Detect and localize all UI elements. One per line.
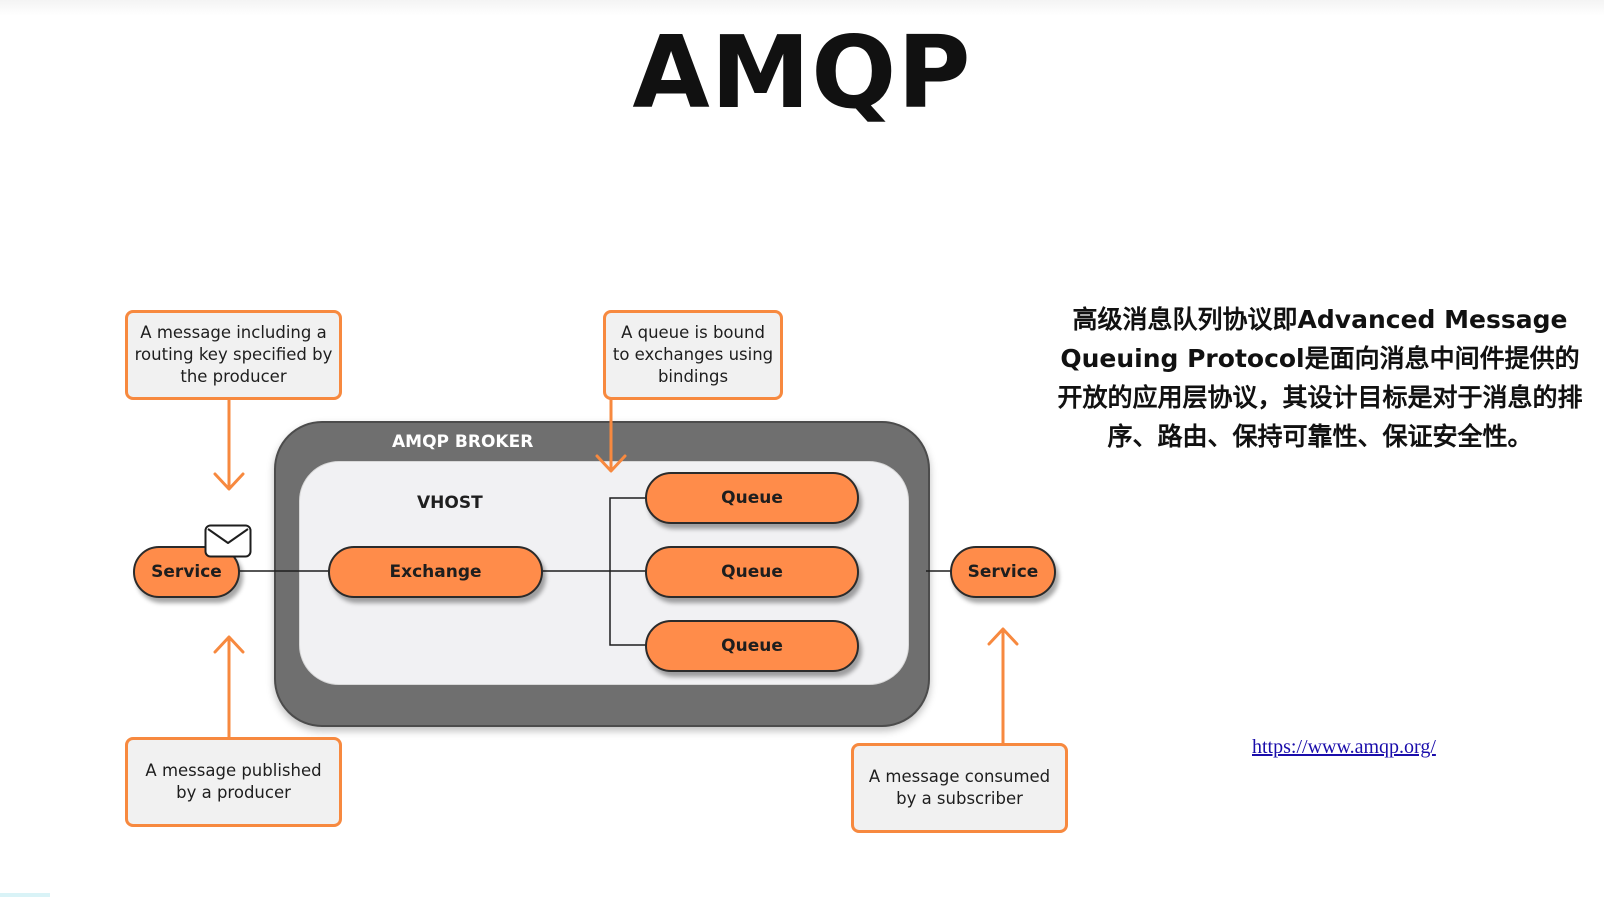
slide-title: AMQP (632, 14, 972, 131)
consumed-arrow-head (987, 627, 1019, 646)
consumed-callout: A message consumed by a subscriber (851, 743, 1068, 833)
exchange-node: Exchange (328, 546, 543, 598)
published-arrow-head (213, 635, 245, 654)
top-strip (0, 0, 1604, 16)
queue-node-3: Queue (645, 620, 859, 672)
broker-label: AMQP BROKER (392, 432, 534, 452)
bindings-callout: A queue is bound to exchanges using bind… (603, 310, 783, 400)
vhost-label: VHOST (417, 493, 483, 513)
consumer-service-node: Service (950, 546, 1056, 598)
amqp-description: 高级消息队列协议即Advanced Message Queuing Protoc… (1057, 305, 1583, 451)
bottom-accent-bar (0, 893, 50, 897)
amqp-website-link[interactable]: https://www.amqp.org/ (1252, 736, 1436, 758)
queue-node-2: Queue (645, 546, 859, 598)
queue-node-1: Queue (645, 472, 859, 524)
envelope-icon (204, 524, 252, 558)
published-callout: A message published by a producer (125, 737, 342, 827)
routing-key-callout: A message including a routing key specif… (125, 310, 342, 400)
routing-key-arrow-head (213, 472, 245, 491)
